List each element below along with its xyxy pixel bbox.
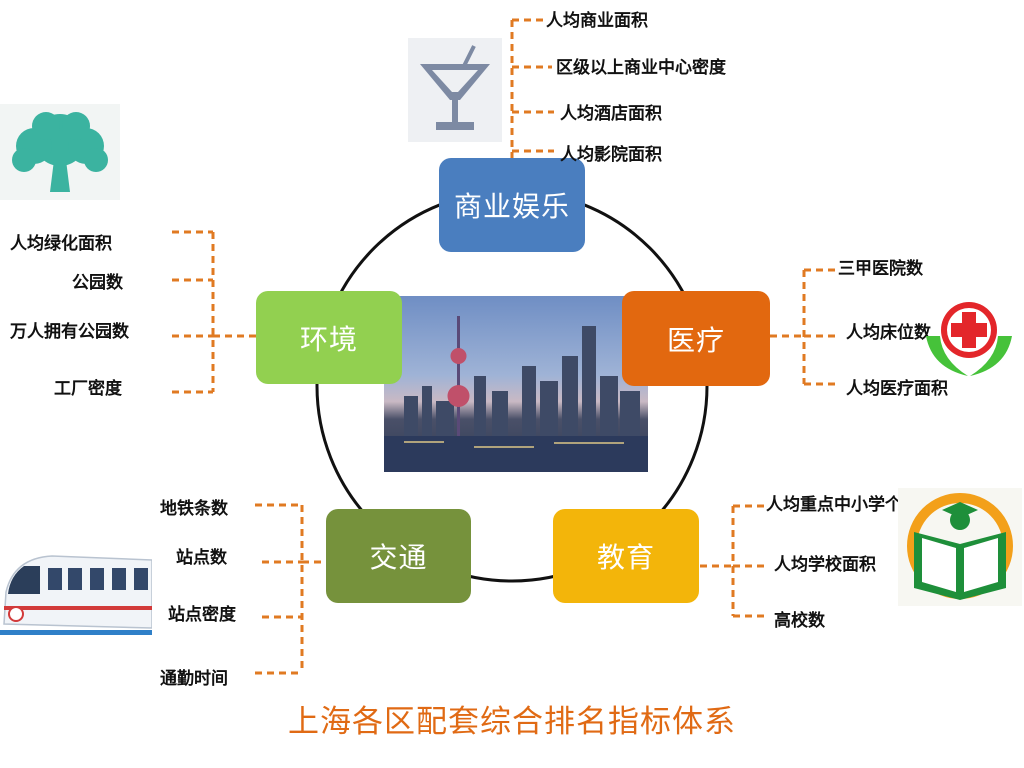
indicator-environment-1: 人均绿化面积 [10, 234, 112, 254]
indicator-transport-4: 通勤时间 [160, 669, 228, 689]
indicator-education-3: 高校数 [774, 611, 825, 631]
indicator-transport-1: 地铁条数 [160, 499, 228, 519]
category-node-commerce: 商业娱乐 [439, 158, 585, 252]
indicator-medical-2: 人均床位数 [846, 323, 931, 343]
indicator-education-1: 人均重点中小学个数 [766, 495, 919, 515]
medical-bracket [770, 268, 835, 386]
education-bracket [700, 504, 764, 618]
cocktail-glass-icon [408, 38, 502, 142]
indicator-environment-4: 工厂密度 [54, 379, 122, 399]
environment-bracket [172, 230, 256, 394]
diagram-title: 上海各区配套综合排名指标体系 [288, 704, 736, 740]
indicator-commerce-4: 人均影院面积 [560, 145, 662, 165]
indicator-commerce-3: 人均酒店面积 [560, 104, 662, 124]
category-node-education: 教育 [553, 509, 699, 603]
transport-bracket [255, 503, 326, 675]
shanghai-skyline-photo [384, 296, 648, 472]
category-node-transport: 交通 [326, 509, 471, 603]
indicator-commerce-1: 人均商业面积 [546, 11, 648, 31]
indicator-environment-3: 万人拥有公园数 [10, 322, 129, 342]
indicator-environment-2: 公园数 [72, 273, 123, 293]
red-cross-hands-icon [922, 296, 1016, 380]
commerce-bracket [510, 18, 554, 158]
indicator-commerce-2: 区级以上商业中心密度 [556, 58, 726, 78]
student-book-icon [898, 488, 1022, 606]
indicator-medical-1: 三甲医院数 [838, 259, 923, 279]
indicator-education-2: 人均学校面积 [774, 555, 876, 575]
tree-icon [0, 104, 120, 200]
category-node-environment: 环境 [256, 291, 402, 384]
metro-train-icon [0, 546, 152, 638]
indicator-transport-2: 站点数 [176, 548, 227, 568]
indicator-transport-3: 站点密度 [168, 605, 236, 625]
category-node-medical: 医疗 [622, 291, 770, 386]
indicator-medical-3: 人均医疗面积 [846, 379, 948, 399]
